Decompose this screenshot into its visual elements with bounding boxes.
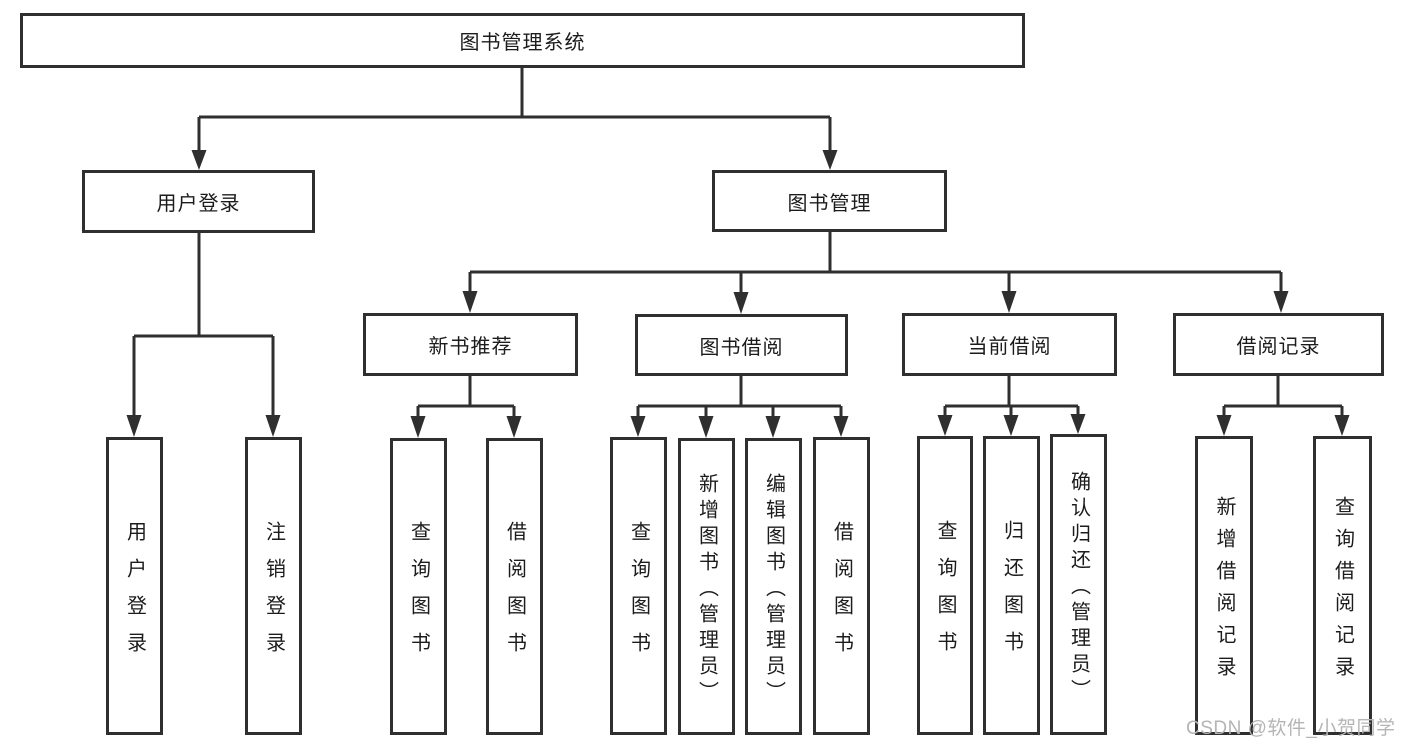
node-label: 借阅图书 <box>503 521 526 669</box>
leaf-logout: 注销登录 <box>245 437 302 735</box>
arrow-down-icon <box>1273 291 1289 313</box>
leaf-rec-query-books: 查询图书 <box>390 438 447 735</box>
node-label: 新增借阅记录 <box>1213 495 1235 688</box>
arrow-down-icon <box>191 150 207 170</box>
leaf-br-query-record: 查询借阅记录 <box>1313 436 1372 735</box>
arrow-down-icon <box>765 416 781 438</box>
leaf-br-add-record: 新增借阅记录 <box>1195 436 1253 735</box>
csdn-watermark: CSDN @软件_小贺同学 <box>1186 718 1396 739</box>
arrow-down-icon <box>733 292 749 314</box>
leaf-rec-borrow-books: 借阅图书 <box>486 438 543 735</box>
node-label: 查询借阅记录 <box>1331 495 1354 688</box>
leaf-bb-edit-books-admin: 编辑图书（管理员） <box>745 438 802 735</box>
connector-book-borrow-branch <box>630 376 849 438</box>
node-borrow-records: 借阅记录 <box>1173 313 1384 376</box>
node-label: 编辑图书（管理员） <box>762 472 785 707</box>
connector-borrow-records-branch <box>1216 376 1350 436</box>
node-label: 查询图书 <box>627 520 650 669</box>
node-book-management: 图书管理 <box>712 170 947 232</box>
leaf-cb-confirm-return-admin: 确认归还（管理员） <box>1050 434 1107 735</box>
arrow-down-icon <box>1334 415 1350 436</box>
node-user-login: 用户登录 <box>82 170 315 233</box>
node-library-system: 图书管理系统 <box>20 13 1025 68</box>
leaf-cb-return-books: 归还图书 <box>983 436 1040 735</box>
arrow-down-icon <box>410 416 426 438</box>
node-label: 用户登录 <box>156 193 241 215</box>
leaf-bb-add-books-admin: 新增图书（管理员） <box>678 438 735 735</box>
node-current-borrowing: 当前借阅 <box>902 313 1117 376</box>
node-label: 新书推荐 <box>428 336 513 358</box>
node-label: 借阅图书 <box>830 520 853 669</box>
node-label: 当前借阅 <box>967 336 1052 358</box>
node-label: 查询图书 <box>934 520 956 668</box>
node-label: 图书借阅 <box>699 336 784 359</box>
leaf-bb-borrow-books: 借阅图书 <box>813 437 870 735</box>
leaf-bb-query-books: 查询图书 <box>610 437 667 735</box>
arrow-down-icon <box>1070 414 1086 434</box>
arrow-down-icon <box>698 416 714 438</box>
connector-user-login-branch <box>126 233 281 437</box>
node-label: 注销登录 <box>262 520 285 669</box>
node-new-book-recommend: 新书推荐 <box>363 313 578 376</box>
connector-book-mgmt-branch <box>462 232 1289 314</box>
arrow-down-icon <box>833 416 849 437</box>
arrow-down-icon <box>265 415 281 437</box>
node-book-borrowing: 图书借阅 <box>635 314 848 376</box>
leaf-user-login: 用户登录 <box>106 437 163 735</box>
connector-current-borrow-branch <box>937 376 1086 436</box>
arrow-down-icon <box>462 291 478 313</box>
arrow-down-icon <box>937 415 953 436</box>
node-label: 用户登录 <box>123 520 146 669</box>
connector-root-branch <box>191 68 838 170</box>
leaf-cb-query-books: 查询图书 <box>917 436 973 735</box>
node-label: 归还图书 <box>1000 520 1023 668</box>
node-label: 查询图书 <box>407 521 430 669</box>
arrow-down-icon <box>1003 415 1019 436</box>
node-label: 新增图书（管理员） <box>695 472 718 707</box>
arrow-down-icon <box>1216 415 1232 436</box>
node-label: 确认归还（管理员） <box>1067 470 1090 705</box>
node-label: 图书管理系统 <box>459 32 586 54</box>
arrow-down-icon <box>1001 291 1017 313</box>
arrow-down-icon <box>506 416 522 438</box>
arrow-down-icon <box>822 150 838 170</box>
node-label: 图书管理 <box>787 192 872 215</box>
node-label: 借阅记录 <box>1236 336 1321 358</box>
arrow-down-icon <box>630 416 646 437</box>
arrow-down-icon <box>126 415 142 437</box>
connector-new-book-rec-branch <box>410 376 522 438</box>
